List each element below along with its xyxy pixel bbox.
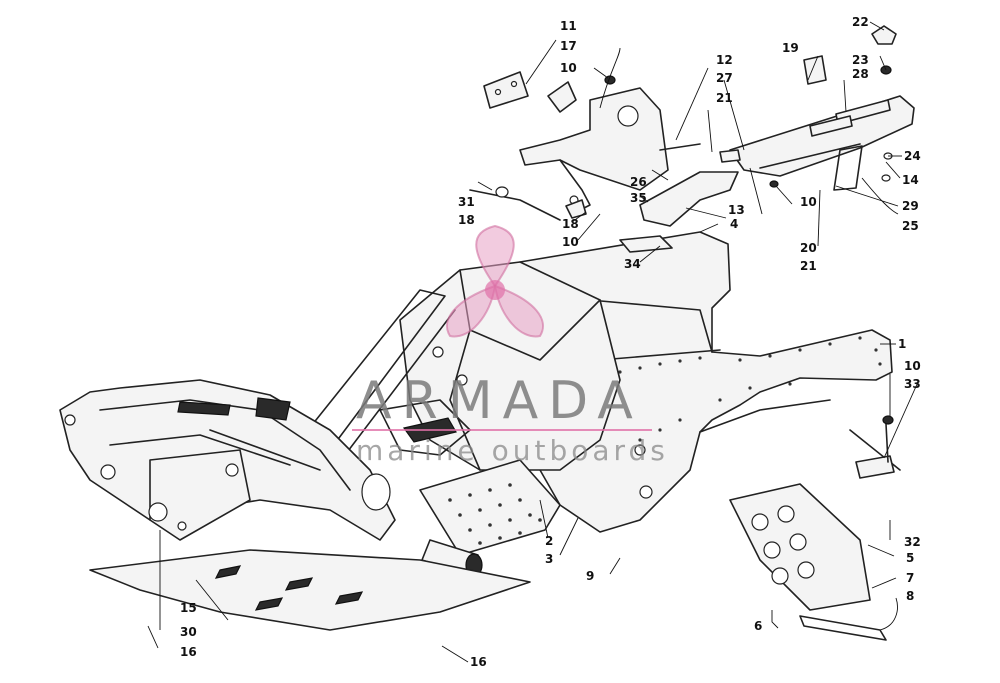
- rivet-row: [618, 336, 882, 442]
- footrest-holes: [448, 483, 542, 545]
- callout-7: 7: [906, 571, 914, 585]
- callout-10-top: 10: [560, 61, 577, 75]
- callout-labels: 1 2 3 4 5 6 7 8 9 10 10 10 10 11 12 13 1…: [180, 15, 921, 669]
- callout-4: 4: [730, 217, 738, 231]
- callout-25: 25: [902, 219, 919, 233]
- callout-2: 2: [545, 534, 553, 548]
- callout-17: 17: [560, 39, 577, 53]
- callout-8: 8: [906, 589, 914, 603]
- callout-14: 14: [902, 173, 919, 187]
- callout-22: 22: [852, 15, 869, 29]
- callout-19: 19: [782, 41, 799, 55]
- callout-21-top: 21: [716, 91, 733, 105]
- callout-3: 3: [545, 552, 553, 566]
- callout-34: 34: [624, 257, 641, 271]
- belly-skid-plate: [89, 549, 531, 631]
- callout-32: 32: [904, 535, 921, 549]
- callout-10-console: 10: [800, 195, 817, 209]
- callout-13: 13: [728, 203, 745, 217]
- callout-24: 24: [904, 149, 921, 163]
- callout-35: 35: [630, 191, 647, 205]
- watermark-brand-text: ARMADA: [356, 371, 643, 431]
- perforated-footrest: [419, 459, 561, 556]
- callout-30: 30: [180, 625, 197, 639]
- frame-side-panel: [509, 231, 893, 533]
- callout-11: 11: [560, 19, 577, 33]
- callout-10-rear: 10: [904, 359, 921, 373]
- throttle-bracket: [469, 143, 739, 253]
- callout-5: 5: [906, 551, 914, 565]
- callout-6: 6: [754, 619, 762, 633]
- callout-33: 33: [904, 377, 921, 391]
- propeller-logo-icon: [446, 224, 544, 338]
- callout-31: 31: [458, 195, 475, 209]
- plate-bracket: [483, 71, 529, 109]
- callout-18-left: 18: [458, 213, 475, 227]
- callout-27: 27: [716, 71, 733, 85]
- gusset-plate: [547, 81, 577, 113]
- callout-15: 15: [180, 601, 197, 615]
- callout-18-right: 18: [562, 217, 579, 231]
- callout-12: 12: [716, 53, 733, 67]
- rear-guard-assembly: [729, 415, 901, 641]
- watermark: ARMADA marine outboards: [352, 224, 669, 467]
- callout-9: 9: [586, 569, 594, 583]
- callout-26: 26: [630, 175, 647, 189]
- callout-23: 23: [852, 53, 869, 67]
- main-frame-assembly: [59, 231, 893, 631]
- callout-16-left: 16: [180, 645, 197, 659]
- upper-bracket-assembly: [483, 71, 669, 213]
- leader-lines: [147, 21, 919, 663]
- key-switch: [803, 55, 827, 85]
- callout-20: 20: [800, 241, 817, 255]
- callout-16-right: 16: [470, 655, 487, 669]
- callout-10-left: 10: [562, 235, 579, 249]
- callout-28: 28: [852, 67, 869, 81]
- console-assembly: [719, 25, 915, 191]
- callout-1: 1: [898, 337, 906, 351]
- callout-29: 29: [902, 199, 919, 213]
- knob: [871, 25, 897, 45]
- watermark-tagline-text: marine outboards: [356, 434, 669, 467]
- callout-21-bottom: 21: [800, 259, 817, 273]
